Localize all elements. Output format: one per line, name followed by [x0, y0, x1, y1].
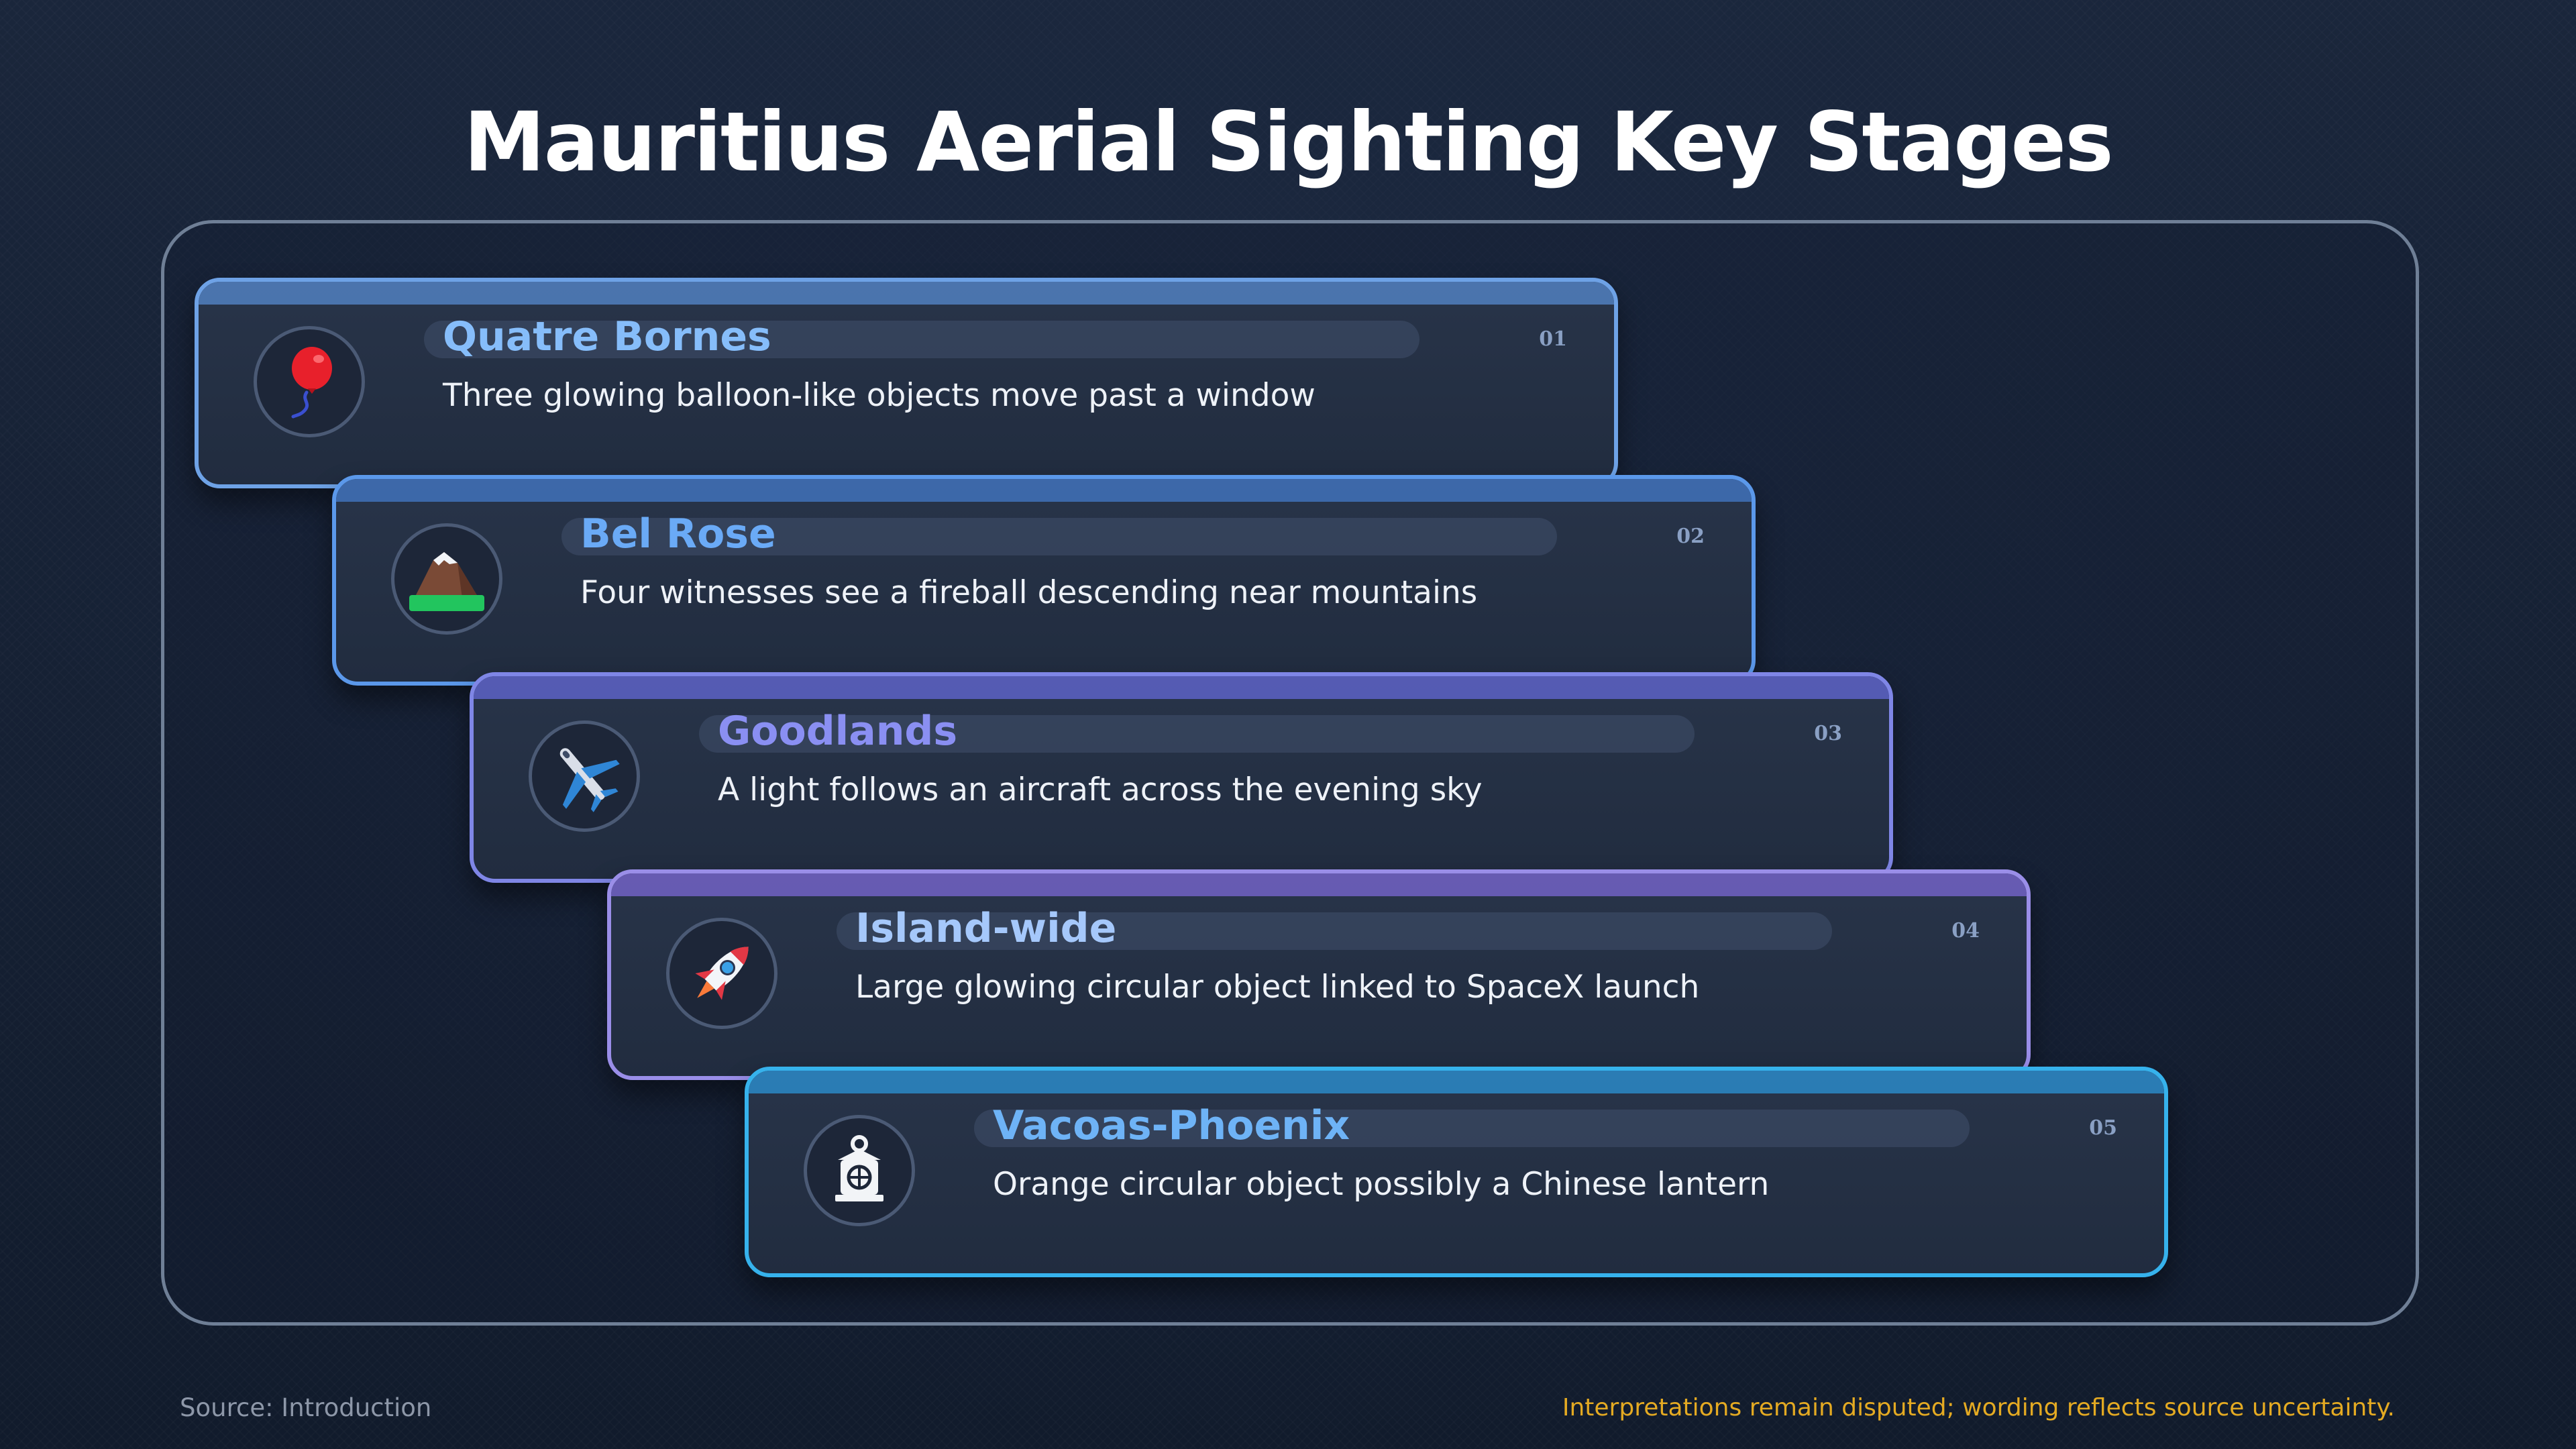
- stage-name-highlight: [837, 912, 1832, 950]
- stage-description: A light follows an aircraft across the e…: [718, 771, 1483, 808]
- stage-name-highlight: [699, 715, 1695, 753]
- stage-top-bar: [611, 873, 2027, 896]
- source-note: Source: Introduction: [180, 1393, 432, 1422]
- stage-number: 03: [1814, 722, 1842, 745]
- stage-name-highlight: [424, 321, 1419, 358]
- stage-number: 05: [2089, 1116, 2117, 1140]
- stage-card-bel-rose: Bel Rose Four witnesses see a fireball d…: [332, 475, 1756, 686]
- mountain-icon: [391, 523, 502, 635]
- stage-name-highlight: [561, 518, 1557, 555]
- stage-top-bar: [199, 282, 1614, 305]
- lantern-icon: [804, 1115, 915, 1226]
- stage-name: Goodlands: [718, 708, 958, 755]
- stage-top-bar: [474, 676, 1889, 699]
- stage-name: Bel Rose: [580, 511, 776, 557]
- stage-number: 04: [1951, 919, 1980, 943]
- stage-name-highlight: [974, 1110, 1970, 1147]
- page-title: Mauritius Aerial Sighting Key Stages: [464, 95, 2113, 190]
- stage-card-goodlands: Goodlands A light follows an aircraft ac…: [470, 672, 1893, 883]
- stage-card-quatre-bornes: Quatre Bornes Three glowing balloon-like…: [195, 278, 1618, 488]
- stage-description: Four witnesses see a fireball descending…: [580, 574, 1478, 611]
- stage-name: Quatre Bornes: [443, 313, 771, 360]
- airplane-icon: [529, 720, 640, 832]
- stage-card-island-wide: Island-wide Large glowing circular objec…: [607, 869, 2031, 1080]
- rocket-icon: [666, 918, 777, 1029]
- stage-name: Vacoas-Phoenix: [993, 1102, 1350, 1149]
- stage-name: Island-wide: [855, 905, 1117, 952]
- balloon-icon: [254, 326, 365, 437]
- stage-number: 01: [1539, 327, 1567, 351]
- stage-top-bar: [336, 479, 1752, 502]
- stage-number: 02: [1676, 525, 1705, 548]
- stage-card-vacoas-phoenix: Vacoas-Phoenix Orange circular object po…: [745, 1067, 2168, 1277]
- disclaimer-note: Interpretations remain disputed; wording…: [1562, 1394, 2395, 1421]
- stage-top-bar: [749, 1071, 2164, 1093]
- stage-description: Orange circular object possibly a Chines…: [993, 1166, 1770, 1203]
- stage-description: Three glowing balloon-like objects move …: [443, 377, 1316, 414]
- stage-description: Large glowing circular object linked to …: [855, 969, 1700, 1006]
